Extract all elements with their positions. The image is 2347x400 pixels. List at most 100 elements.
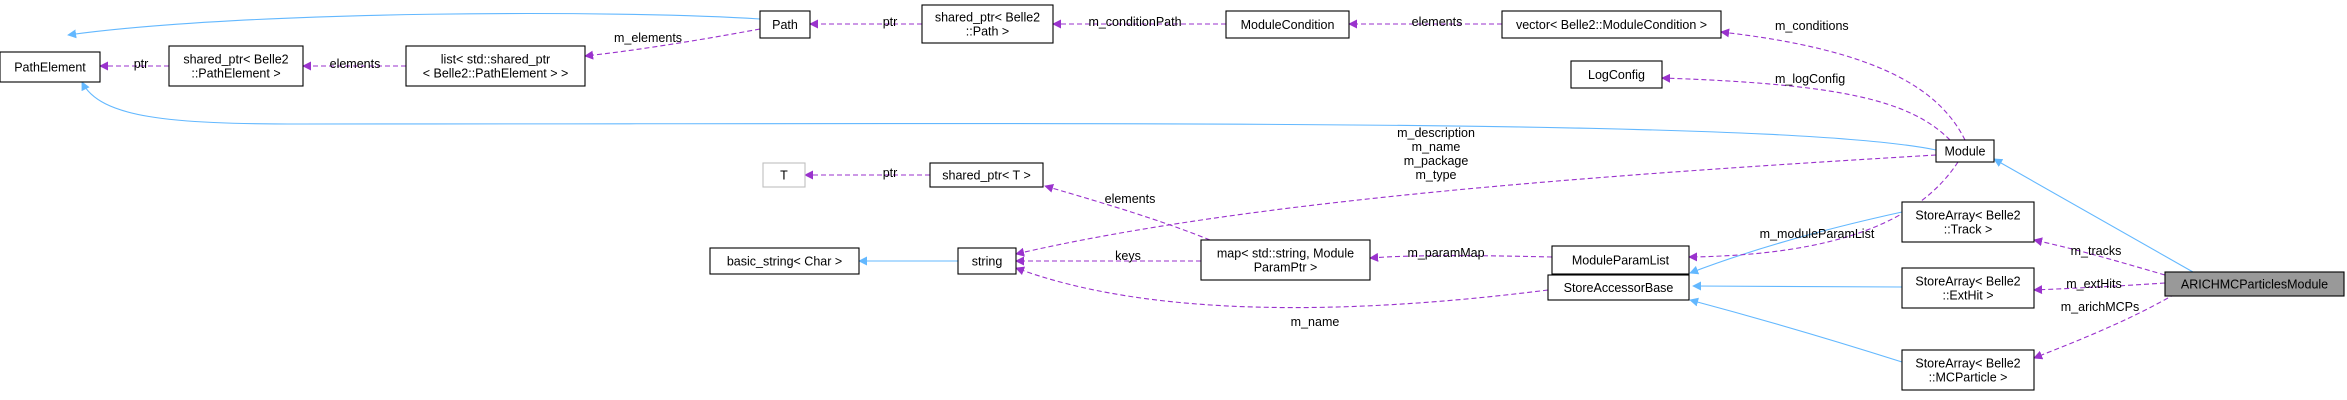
node-label-line: map< std::string, Module [1217, 247, 1354, 261]
edge-m-moduleparamlist [1688, 161, 1959, 262]
node-basic-string[interactable]: basic_string< Char > [709, 247, 860, 275]
edge-inherit-module-to-pathelement [81, 81, 1937, 151]
node-storearray-exthit[interactable]: StoreArray< Belle2::ExtHit > [1901, 267, 2035, 309]
svg-text:shared_ptr< Belle2::PathElemen: shared_ptr< Belle2::PathElement > [183, 53, 288, 81]
edge-label-elements-3: elements [1105, 192, 1156, 206]
edge-label-m-exthits: m_extHits [2066, 277, 2122, 291]
edge-label-line: m_tracks [2071, 244, 2122, 258]
node-module-param-list[interactable]: ModuleParamList [1551, 245, 1690, 275]
node-shared-ptr-t[interactable]: shared_ptr< T > [929, 162, 1044, 188]
edge-m-name-storeaccessor-to-string [1015, 266, 1549, 309]
node-label-line: StoreAccessorBase [1564, 281, 1674, 295]
edge-label-ptr-1: ptr [134, 57, 149, 71]
edge-label-line: m_logConfig [1775, 72, 1845, 86]
svg-text:ModuleCondition: ModuleCondition [1241, 18, 1335, 32]
edge-inherit-satrack-to-storeaccessor [1689, 211, 1903, 275]
svg-text:ModuleParamList: ModuleParamList [1572, 254, 1670, 268]
node-label-line: shared_ptr< Belle2 [183, 53, 288, 67]
node-label-line: StoreArray< Belle2 [1915, 357, 2020, 371]
edge-label-m-arichmcps: m_arichMCPs [2061, 300, 2140, 314]
node-label-line: ::MCParticle > [1929, 371, 2008, 385]
edge-label-m-moduleparamlist: m_moduleParamList [1760, 227, 1875, 241]
node-shared-ptr-pathelement[interactable]: shared_ptr< Belle2::PathElement > [168, 45, 304, 87]
edge-inherit-arich-to-module [1993, 158, 2201, 277]
edge-label-ptr-2: ptr [883, 15, 898, 29]
edge-m-arichmcps [2033, 293, 2176, 360]
edge-m-elements-path-to-list [584, 28, 761, 60]
node-label-line: Path [772, 18, 798, 32]
edge-m-tracks [2033, 237, 2166, 276]
edge-label-line: ptr [883, 15, 898, 29]
edge-label-line: m_paramMap [1407, 246, 1484, 260]
edge-label-m-name: m_name [1291, 315, 1340, 329]
svg-text:Module: Module [1945, 145, 1986, 159]
edge-label-m-conditions: m_conditions [1775, 19, 1849, 33]
node-t[interactable]: T [762, 162, 806, 188]
svg-text:StoreArray< Belle2::ExtHit >: StoreArray< Belle2::ExtHit > [1915, 275, 2020, 303]
edge-label-line: m_extHits [2066, 277, 2122, 291]
svg-text:shared_ptr< T >: shared_ptr< T > [942, 169, 1031, 183]
svg-text:list< std::shared_ptr< Belle2:: list< std::shared_ptr< Belle2::PathEleme… [423, 53, 569, 81]
node-label-line: ParamPtr > [1254, 261, 1318, 275]
edge-inherit-path-to-pathelement [67, 12, 761, 39]
node-label-line: StoreArray< Belle2 [1915, 209, 2020, 223]
node-list-shared-ptr-pathelement[interactable]: list< std::shared_ptr< Belle2::PathEleme… [405, 45, 586, 87]
edge-label-line: elements [1105, 192, 1156, 206]
edge-label-line: keys [1115, 249, 1141, 263]
svg-text:T: T [780, 169, 788, 183]
edge-label-elements-2: elements [1412, 15, 1463, 29]
edge-label-m-tracks: m_tracks [2071, 244, 2122, 258]
edge-label-m-elements: m_elements [614, 31, 682, 45]
node-log-config[interactable]: LogConfig [1570, 60, 1663, 89]
svg-text:string: string [972, 255, 1003, 269]
svg-text:Path: Path [772, 18, 798, 32]
svg-text:shared_ptr< Belle2::Path >: shared_ptr< Belle2::Path > [935, 11, 1040, 39]
edge-m-description-module-to-string [1015, 154, 1937, 257]
node-string[interactable]: string [957, 247, 1017, 275]
node-module[interactable]: Module [1935, 139, 1995, 163]
node-module-condition[interactable]: ModuleCondition [1225, 10, 1350, 39]
node-label-line: ::Path > [966, 25, 1009, 39]
edge-m-conditions [1720, 28, 1966, 141]
node-storearray-track[interactable]: StoreArray< Belle2::Track > [1901, 201, 2035, 243]
node-store-accessor-base[interactable]: StoreAccessorBase [1547, 274, 1690, 301]
node-label-line: shared_ptr< Belle2 [935, 11, 1040, 25]
node-label-line: LogConfig [1588, 68, 1645, 82]
node-path-element[interactable]: PathElement [0, 51, 101, 83]
node-label-line: basic_string< Char > [727, 255, 842, 269]
svg-text:StoreArray< Belle2::Track >: StoreArray< Belle2::Track > [1915, 209, 2020, 237]
node-label-line: Module [1945, 145, 1986, 159]
node-label-line: shared_ptr< T > [942, 169, 1031, 183]
edge-label-line: m_conditionPath [1088, 15, 1181, 29]
node-path[interactable]: Path [759, 10, 811, 39]
edge-m-logconfig [1661, 73, 1951, 141]
edge-label-line: m_description [1397, 126, 1475, 140]
edge-label-line: ptr [134, 57, 149, 71]
node-label-line: T [780, 169, 788, 183]
node-arich-mc-particles-module[interactable]: ARICHMCParticlesModule [2164, 271, 2345, 297]
edge-label-m-conditionpath: m_conditionPath [1088, 15, 1181, 29]
edge-m-exthits [2033, 282, 2166, 295]
node-shared-ptr-path[interactable]: shared_ptr< Belle2::Path > [921, 4, 1054, 44]
edge-label-line: m_package [1404, 154, 1469, 168]
edge-label-line: m_name [1291, 315, 1340, 329]
edge-label-ptr-3: ptr [883, 166, 898, 180]
edge-label-line: elements [330, 57, 381, 71]
node-label-line: ::ExtHit > [1942, 289, 1993, 303]
edge-inherit-saexthit-to-storeaccessor [1692, 281, 1903, 291]
node-label-line: list< std::shared_ptr [441, 53, 550, 67]
node-label-line: string [972, 255, 1003, 269]
edge-label-m-logconfig: m_logConfig [1775, 72, 1845, 86]
node-storearray-mcparticle[interactable]: StoreArray< Belle2::MCParticle > [1901, 349, 2035, 391]
edge-label-line: m_moduleParamList [1760, 227, 1875, 241]
svg-text:LogConfig: LogConfig [1588, 68, 1645, 82]
node-label-line: ::Track > [1944, 223, 1993, 237]
edge-label-line: elements [1412, 15, 1463, 29]
node-vector-module-condition[interactable]: vector< Belle2::ModuleCondition > [1501, 10, 1722, 39]
node-label-line: vector< Belle2::ModuleCondition > [1516, 18, 1707, 32]
edge-label-line: m_conditions [1775, 19, 1849, 33]
edge-elements-map-to-spt [1044, 183, 1211, 241]
